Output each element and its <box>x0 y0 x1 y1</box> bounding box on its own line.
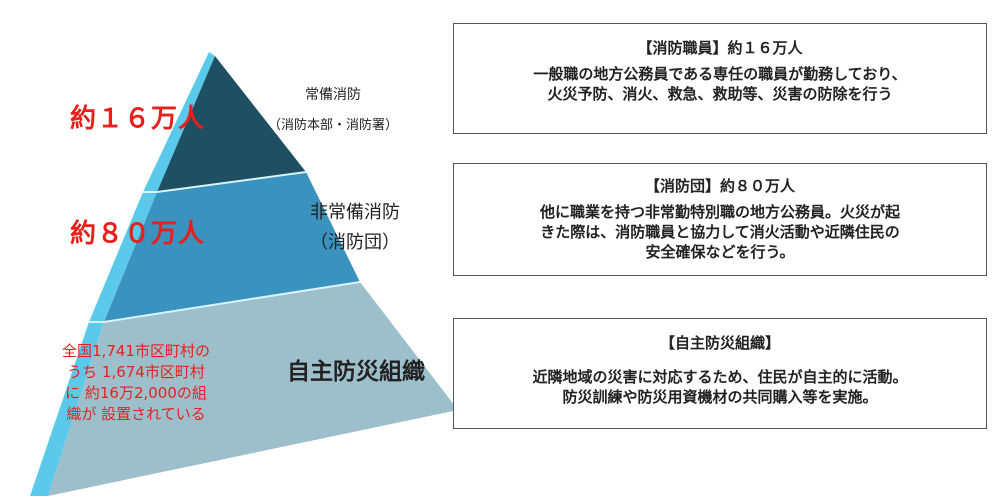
pyramid-separator-bottom <box>89 281 361 323</box>
tier-1-name: 常備消防 <box>305 87 361 103</box>
description-box-tier-3: 【自主防災組織】 近隣地域の災害に対応するため、住民が自主的に活動。 防災訓練や… <box>453 318 987 429</box>
tier-1-label: 常備消防 （消防本部・消防署） <box>268 84 398 136</box>
tier-3-name: 自主防災組織 <box>287 359 425 385</box>
count-tier-3-line: 全国1,741市区町村の <box>62 342 210 360</box>
description-box-title: 【消防団】約８０万人 <box>644 177 795 195</box>
description-box-line: 近隣地域の災害に対応するため、住民が自主的に活動。 <box>532 368 908 386</box>
count-tier-3: 全国1,741市区町村の うち 1,674市区町村 に 約16万2,000の組 … <box>26 341 246 425</box>
pyramid-middle-tier <box>104 172 360 322</box>
description-box-line: 防災訓練や防災用資機材の共同購入等を実施。 <box>562 388 878 406</box>
pyramid-bottom-left-face <box>30 322 104 496</box>
pyramid-bottom-tier <box>48 282 458 496</box>
tier-2-label: 非常備消防 （消防団） <box>280 200 430 256</box>
tier-2-name: 非常備消防 <box>310 202 400 223</box>
pyramid-middle-left-face <box>89 192 157 322</box>
description-box-tier-2: 【消防団】約８０万人 他に職業を持つ非常勤特別職の地方公務員。火災が起 きた際は… <box>453 163 987 276</box>
description-box-tier-1: 【消防職員】約１６万人 一般職の地方公務員である専任の職員が勤務しており、 火災… <box>453 23 987 134</box>
description-box-title: 【消防職員】約１６万人 <box>637 39 803 57</box>
tier-3-label: 自主防災組織 <box>266 357 446 387</box>
pyramid-top-left-face <box>143 52 215 192</box>
description-box-line: 一般職の地方公務員である専任の職員が勤務しており、 <box>533 65 907 83</box>
tier-1-sub: （消防本部・消防署） <box>268 118 399 133</box>
description-box-title: 【自主防災組織】 <box>659 334 780 352</box>
description-box-line: 安全確保などを行う。 <box>645 243 795 261</box>
count-tier-3-line: うち 1,674市区町村 <box>67 363 205 381</box>
count-tier-3-line: に 約16万2,000の組 <box>65 384 207 402</box>
description-box-line: きた際は、消防職員と協力して消火活動や近隣住民の <box>540 223 900 241</box>
description-box-line: 火災予防、消火、救急、救助等、災害の防除を行う <box>547 85 893 103</box>
pyramid-separator-top <box>143 171 307 193</box>
pyramid-top-tier <box>157 56 306 192</box>
tier-2-sub: （消防団） <box>310 232 400 253</box>
pyramid-diagram <box>30 52 458 496</box>
description-box-line: 他に職業を持つ非常勤特別職の地方公務員。火災が起 <box>539 203 900 221</box>
count-tier-1: 約１６万人 <box>70 104 206 134</box>
count-tier-2: 約８０万人 <box>70 219 206 249</box>
count-tier-3-line: 織が 設置されている <box>66 405 206 423</box>
